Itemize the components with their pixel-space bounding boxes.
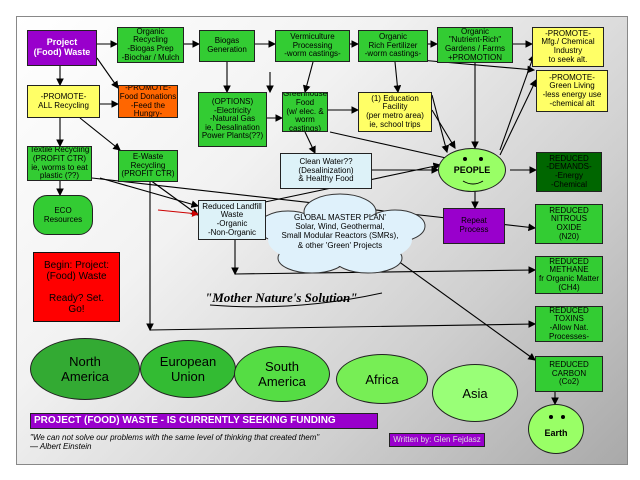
node-reduced-demands: REDUCED -DEMANDS- -Energy -Chemical <box>536 152 602 192</box>
node-vermiculture: Vermiculture Processing -worm castings- <box>275 30 350 62</box>
node-reduced-toxins: REDUCED TOXINS -Allow Nat. Processes- <box>535 306 603 342</box>
einstein-quote: "We can not solve our problems with the … <box>30 433 320 452</box>
earth-label: Earth <box>544 428 568 438</box>
people-label: PEOPLE <box>453 165 491 175</box>
continent-asia: Asia <box>432 364 518 422</box>
author-credit: Written by: Glen Fejdasz <box>389 433 485 447</box>
node-project-food-waste: Project (Food) Waste <box>27 30 97 66</box>
node-repeat-process: Repeat Process <box>443 208 505 244</box>
node-textile-recycling: Textile Recycling (PROFIT CTR) ie, worms… <box>27 146 92 181</box>
continent-european-union: European Union <box>140 340 236 398</box>
continent-south-america: South America <box>234 346 330 402</box>
node-people: PEOPLE <box>438 148 506 192</box>
smiley-face-icon <box>549 415 565 419</box>
node-promote-green-living: -PROMOTE- Green Living -less energy use … <box>536 70 608 112</box>
node-promote-recycling: -PROMOTE- ALL Recycling <box>27 85 100 118</box>
node-promote-donations: -PROMOTE- Food Donations -Feed the Hungr… <box>118 85 178 118</box>
continent-north-america: North America <box>30 338 140 400</box>
node-ewaste-recycling: E-Waste Recycling (PROFIT CTR) <box>118 150 178 182</box>
node-reduced-methane: REDUCED METHANE fr Organic Matter (CH4) <box>535 256 603 294</box>
continent-africa: Africa <box>336 354 428 404</box>
node-organic-fertilizer: Organic Rich Fertilizer -worm castings- <box>358 30 428 62</box>
node-education-facility: (1) Education Facility (per metro area) … <box>358 92 432 132</box>
node-global-master-plan: GLOBAL MASTER PLAN' Solar, Wind, Geother… <box>281 213 399 250</box>
node-options: (OPTIONS) -Electricity -Natural Gas ie, … <box>198 92 267 147</box>
node-promote-mfg: -PROMOTE- Mfg./ Chemical Industry to see… <box>532 27 604 67</box>
node-biogas-generation: Biogas Generation <box>199 30 255 62</box>
funding-banner: PROJECT (FOOD) WASTE - IS CURRENTLY SEEK… <box>30 413 378 429</box>
node-organic-recycling: Organic Recycling -Biogas Prep -Biochar … <box>117 27 184 63</box>
start-box: Begin: Project: (Food) Waste Ready? Set.… <box>33 252 120 322</box>
node-clean-water: Clean Water?? (Desalinization) & Healthy… <box>280 153 372 189</box>
node-reduced-carbon: REDUCED CARBON (Co2) <box>535 356 603 392</box>
smiley-face-icon <box>462 157 484 185</box>
node-eco-resources: ECO Resources <box>33 195 93 235</box>
node-reduced-landfill: Reduced Landfill Waste -Organic -Non-Org… <box>198 200 266 240</box>
node-greenhouse-food: Greenhouse Food (w/ elec. & worm casting… <box>282 92 328 132</box>
node-reduced-nitrous-oxide: REDUCED NITROUS OXIDE (N20) <box>535 204 603 244</box>
node-nutrient-rich-gardens: Organic "Nutrient-Rich" Gardens / Farms … <box>437 27 513 63</box>
diagram-title: "Mother Nature's Solution" <box>205 290 358 305</box>
node-earth: Earth <box>528 404 584 454</box>
